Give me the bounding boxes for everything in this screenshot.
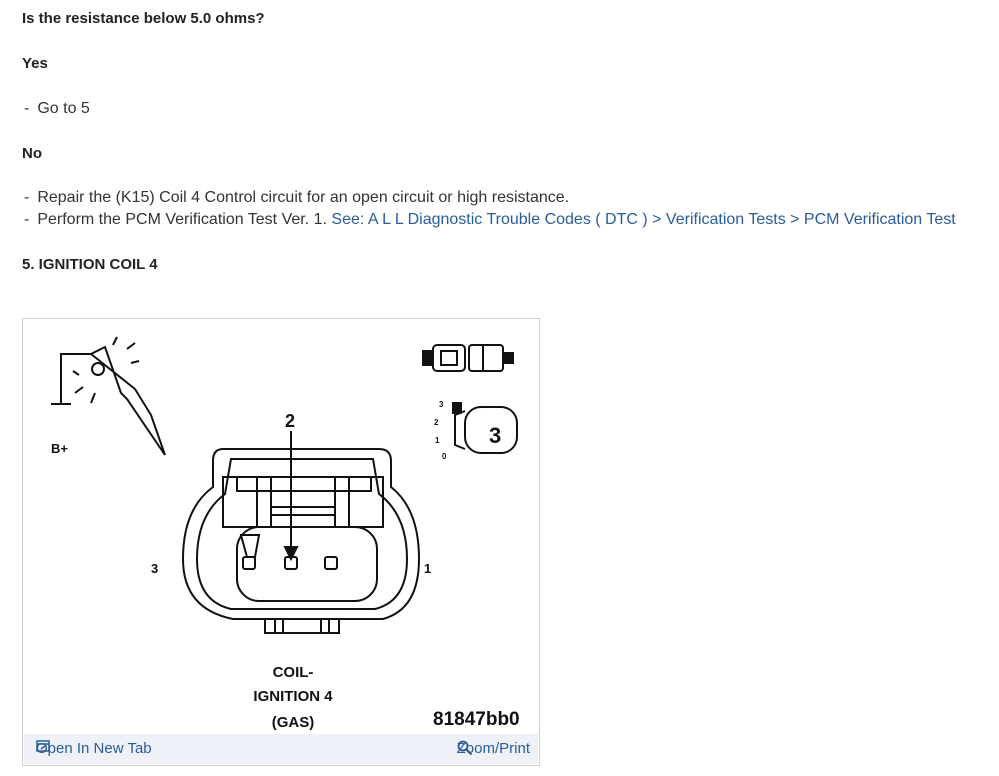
dash: - <box>24 100 30 117</box>
no-item-text: Repair the (K15) Coil 4 Control circuit … <box>37 189 570 206</box>
dash: - <box>24 211 30 228</box>
figure-footer: Open In New Tab Zoom/Print <box>24 734 538 764</box>
zoom-print-label: Zoom/Print <box>456 740 530 757</box>
scale-0-label: 0 <box>442 452 447 461</box>
test-probe-icon <box>51 336 166 456</box>
no-heading: No <box>22 145 42 162</box>
zoom-print-button[interactable]: Zoom/Print <box>457 740 530 757</box>
list-item: -Perform the PCM Verification Test Ver. … <box>24 211 956 229</box>
b-plus-label: B+ <box>51 441 68 456</box>
pin-left-label: 3 <box>151 561 158 576</box>
dash: - <box>24 189 30 206</box>
pin-center-label: 2 <box>285 411 295 431</box>
connector-figure: B+ 3 3 2 1 0 <box>22 318 540 766</box>
scale-2-label: 2 <box>434 418 439 427</box>
section-heading: 5. IGNITION COIL 4 <box>22 256 158 273</box>
caption-line-3: (GAS) <box>272 714 315 731</box>
pin-arrow <box>283 431 299 562</box>
open-in-new-tab-icon <box>36 740 50 752</box>
meter-dial-icon <box>452 402 518 454</box>
yes-item-text: Go to 5 <box>37 100 90 117</box>
no-item-text: Perform the PCM Verification Test Ver. 1… <box>37 211 327 228</box>
yes-heading: Yes <box>22 55 48 72</box>
question-heading: Is the resistance below 5.0 ohms? <box>22 10 265 27</box>
verification-test-link[interactable]: See: A L L Diagnostic Trouble Codes ( DT… <box>331 211 956 228</box>
list-item: -Repair the (K15) Coil 4 Control circuit… <box>24 189 569 207</box>
connector-icon <box>422 344 514 372</box>
scale-3-label: 3 <box>439 400 444 409</box>
figure-id-label: 81847bb0 <box>433 709 520 730</box>
connector-face <box>181 448 421 634</box>
caption-line-1: COIL- <box>273 664 314 681</box>
pin-right-label: 1 <box>424 561 431 576</box>
caption-line-2: IGNITION 4 <box>253 688 333 705</box>
scale-1-label: 1 <box>435 436 440 445</box>
list-item: -Go to 5 <box>24 100 90 118</box>
open-new-tab-button[interactable]: Open In New Tab <box>36 740 152 757</box>
open-new-tab-label: Open In New Tab <box>36 740 152 757</box>
magnifier-icon <box>457 740 472 756</box>
meter-setting-label: 3 <box>489 423 501 448</box>
connector-diagram: B+ 3 3 2 1 0 <box>51 336 520 731</box>
